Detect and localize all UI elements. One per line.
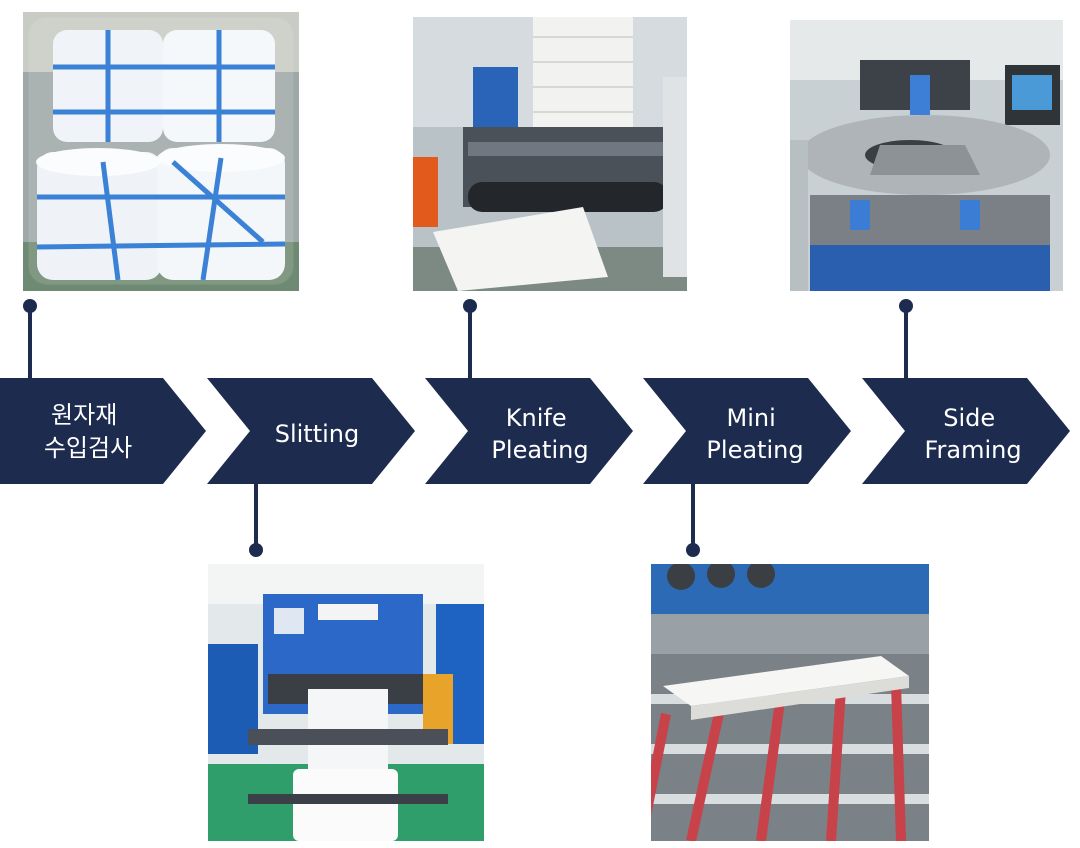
step-label-line: Side: [943, 404, 995, 432]
connector-dot-knife-pleating: [463, 299, 477, 313]
step-label-line: Slitting: [275, 420, 360, 448]
step-arrow-mini-pleating: [643, 378, 851, 484]
step-label-line: 원자재: [51, 401, 117, 429]
step-label-line: Pleating: [491, 436, 588, 464]
step-arrow-raw-material-inspection: [0, 378, 206, 484]
step-label-mini-pleating: Mini Pleating: [706, 404, 803, 464]
step-label-slitting: Slitting: [275, 420, 360, 448]
step-label-raw-material-inspection: 원자재 수입검사: [44, 401, 132, 462]
slitting-machine-photo: [208, 564, 484, 841]
step-label-line: Mini: [727, 404, 776, 432]
connector-dot-raw-material: [23, 299, 37, 313]
raw-material-rolls-photo: [23, 12, 299, 291]
side-framing-machine-photo: [790, 20, 1063, 291]
step-label-knife-pleating: Knife Pleating: [491, 404, 588, 464]
knife-pleating-machine-photo: [413, 17, 687, 291]
step-label-line: Framing: [924, 436, 1021, 464]
step-arrow-slitting: [207, 378, 415, 484]
step-arrow-side-framing: [862, 378, 1070, 484]
connector-dot-mini-pleating: [686, 543, 700, 557]
mini-pleating-conveyor-photo: [651, 564, 929, 841]
step-label-line: Knife: [506, 404, 567, 432]
connector-dot-side-framing: [899, 299, 913, 313]
step-label-side-framing: Side Framing: [924, 404, 1021, 464]
step-label-line: Pleating: [706, 436, 803, 464]
step-arrow-knife-pleating: [425, 378, 633, 484]
step-label-line: 수입검사: [44, 434, 132, 462]
connector-dot-slitting: [249, 543, 263, 557]
